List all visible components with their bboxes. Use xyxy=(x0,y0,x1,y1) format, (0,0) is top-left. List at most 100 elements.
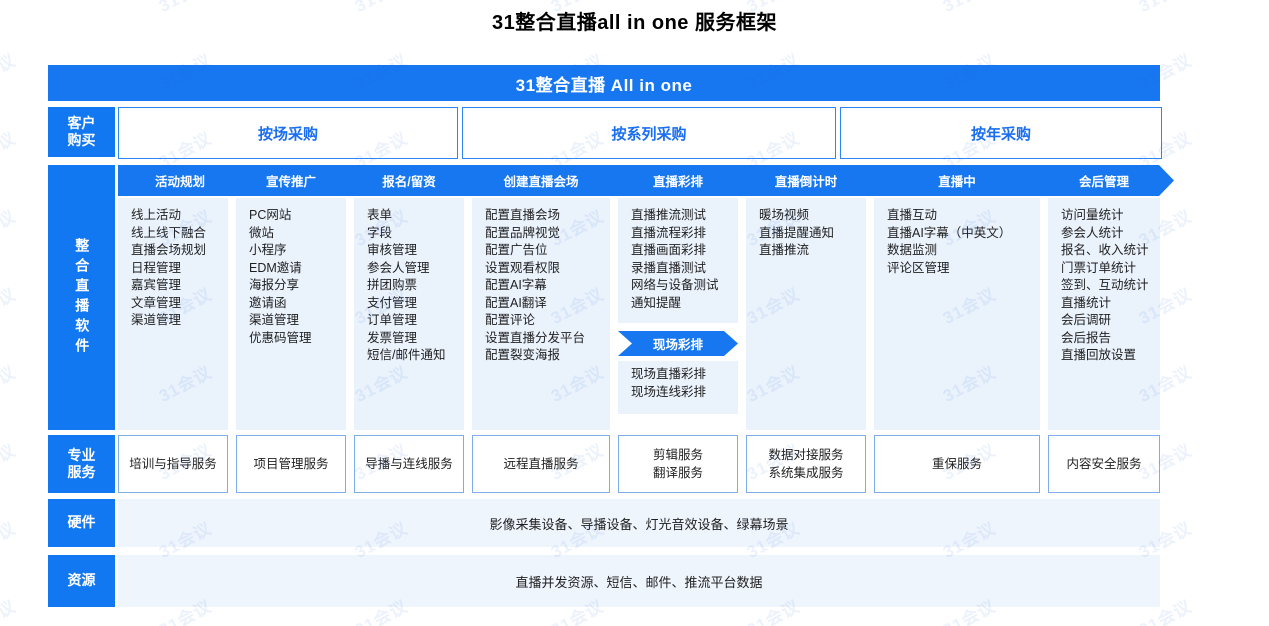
software-feature-item[interactable]: 配置广告位 xyxy=(485,243,548,257)
software-feature-item[interactable]: 参会人统计 xyxy=(1061,225,1124,240)
software-feature-item[interactable]: 订单管理 xyxy=(367,313,418,327)
watermark-text: 31会议 xyxy=(0,518,19,563)
stage-chevron-label: 直播倒计时 xyxy=(774,175,838,189)
software-feature-item[interactable]: 微站 xyxy=(249,225,275,240)
software-feature-item[interactable]: 渠道管理 xyxy=(131,313,182,327)
software-feature-item[interactable]: 参会人管理 xyxy=(367,260,430,275)
software-feature-item[interactable]: 数据监测 xyxy=(887,243,938,257)
software-feature-item[interactable]: 邀请函 xyxy=(249,295,287,310)
software-feature-item[interactable]: 直播统计 xyxy=(1061,295,1112,310)
professional-service-2[interactable]: 项目管理服务 xyxy=(236,435,346,493)
software-feature-item[interactable]: 海报分享 xyxy=(249,278,300,292)
software-feature-item[interactable]: 优惠码管理 xyxy=(249,330,312,345)
software-feature-item[interactable]: 直播推流测试 xyxy=(631,208,707,222)
software-feature-item[interactable]: 直播互动 xyxy=(887,208,938,222)
software-feature-item[interactable]: 渠道管理 xyxy=(249,313,300,327)
software-feature-list: 线上活动线上线下融合直播会场规划日程管理嘉宾管理文章管理渠道管理 xyxy=(118,207,228,330)
software-feature-item[interactable]: 表单 xyxy=(367,208,393,222)
sub-stage-panel-onsite-rehearsal: 现场直播彩排现场连线彩排 xyxy=(618,361,738,414)
professional-service-label: 培训与指导服务 xyxy=(129,457,217,471)
software-feature-item[interactable]: 拼团购票 xyxy=(367,278,418,292)
software-feature-item[interactable]: 网络与设备测试 xyxy=(631,278,719,292)
software-feature-item[interactable]: 报名、收入统计 xyxy=(1061,243,1149,257)
software-feature-item[interactable]: 直播AI字幕（中英文） xyxy=(887,225,1012,240)
software-feature-item[interactable]: 文章管理 xyxy=(131,295,182,310)
watermark-text: 31会议 xyxy=(0,362,19,407)
stage-chevron-2[interactable]: 宣传推广 xyxy=(222,165,360,196)
software-feature-item[interactable]: 发票管理 xyxy=(367,330,418,345)
software-feature-item[interactable]: 嘉宾管理 xyxy=(131,278,182,292)
software-feature-item[interactable]: 短信/邮件通知 xyxy=(367,348,446,362)
stage-chevron-row: 活动规划宣传推广报名/留资创建直播会场直播彩排直播倒计时直播中会后管理 xyxy=(118,165,1160,196)
software-feature-item[interactable]: 暖场视频 xyxy=(759,208,810,222)
software-column-6: 暖场视频直播提醒通知直播推流 xyxy=(746,198,866,430)
software-feature-item[interactable]: 直播画面彩排 xyxy=(631,243,707,257)
software-feature-item[interactable]: 配置直播会场 xyxy=(485,208,561,222)
software-feature-item[interactable]: 会后报告 xyxy=(1061,330,1112,345)
watermark-text: 31会议 xyxy=(0,596,19,626)
stage-chevron-8[interactable]: 会后管理 xyxy=(1034,165,1174,196)
software-feature-item[interactable]: 配置评论 xyxy=(485,313,536,327)
stage-chevron-4[interactable]: 创建直播会场 xyxy=(458,165,624,196)
stage-chevron-label: 直播彩排 xyxy=(652,175,703,189)
software-feature-item[interactable]: 配置AI翻译 xyxy=(485,295,547,310)
professional-service-6[interactable]: 数据对接服务系统集成服务 xyxy=(746,435,866,493)
software-feature-item[interactable]: 签到、互动统计 xyxy=(1061,278,1149,292)
stage-chevron-label: 报名/留资 xyxy=(382,175,436,189)
software-feature-item[interactable]: 日程管理 xyxy=(131,260,182,275)
stage-chevron-1[interactable]: 活动规划 xyxy=(118,165,242,196)
professional-service-4[interactable]: 远程直播服务 xyxy=(472,435,610,493)
sidebar-buy-line2: 购买 xyxy=(67,132,96,148)
software-feature-item[interactable]: 录播直播测试 xyxy=(631,260,707,275)
software-column-1: 线上活动线上线下融合直播会场规划日程管理嘉宾管理文章管理渠道管理 xyxy=(118,198,228,430)
professional-service-8[interactable]: 内容安全服务 xyxy=(1048,435,1160,493)
software-feature-item[interactable]: 审核管理 xyxy=(367,243,418,257)
software-feature-item[interactable]: 线上线下融合 xyxy=(131,225,207,240)
sub-stage-feature-list: 现场直播彩排现场连线彩排 xyxy=(618,366,738,401)
software-feature-item[interactable]: EDM邀请 xyxy=(249,260,302,275)
stage-chevron-5[interactable]: 直播彩排 xyxy=(604,165,752,196)
professional-service-1[interactable]: 培训与指导服务 xyxy=(118,435,228,493)
professional-service-label: 项目管理服务 xyxy=(253,457,329,471)
software-feature-item[interactable]: 配置AI字幕 xyxy=(485,278,547,292)
software-feature-item[interactable]: 线上活动 xyxy=(131,208,182,222)
software-feature-item[interactable]: 直播回放设置 xyxy=(1061,348,1137,362)
professional-service-label: 重保服务 xyxy=(931,457,982,471)
software-feature-item[interactable]: 配置裂变海报 xyxy=(485,348,561,362)
stage-chevron-7[interactable]: 直播中 xyxy=(860,165,1054,196)
stage-chevron-6[interactable]: 直播倒计时 xyxy=(732,165,880,196)
framework-diagram: 31整合直播 All in one 客户 购买 整合直播软件 专业 服务 硬件 … xyxy=(40,65,1160,618)
professional-service-7[interactable]: 重保服务 xyxy=(874,435,1040,493)
software-feature-item[interactable]: 直播会场规划 xyxy=(131,243,207,257)
sub-stage-feature-item[interactable]: 现场连线彩排 xyxy=(631,384,707,399)
sub-stage-feature-item[interactable]: 现场直播彩排 xyxy=(631,367,707,381)
software-feature-item[interactable]: 设置直播分发平台 xyxy=(485,330,586,345)
sub-stage-chevron-onsite-rehearsal[interactable]: 现场彩排 xyxy=(618,331,738,356)
software-feature-item[interactable]: 支付管理 xyxy=(367,295,418,310)
software-feature-item[interactable]: 评论区管理 xyxy=(887,260,950,275)
software-feature-item[interactable]: 直播推流 xyxy=(759,243,810,257)
professional-service-3[interactable]: 导播与连线服务 xyxy=(354,435,464,493)
software-feature-item[interactable]: 设置观看权限 xyxy=(485,260,561,275)
purchase-options-row: 按场采购 按系列采购 按年采购 xyxy=(118,107,1162,159)
software-feature-item[interactable]: 小程序 xyxy=(249,243,287,257)
software-feature-item[interactable]: 直播提醒通知 xyxy=(759,225,835,240)
software-column-8: 访问量统计参会人统计报名、收入统计门票订单统计签到、互动统计直播统计会后调研会后… xyxy=(1048,198,1160,430)
sidebar-label-resource: 资源 xyxy=(48,555,115,607)
purchase-option-2[interactable]: 按系列采购 xyxy=(462,107,836,159)
software-feature-item[interactable]: 直播流程彩排 xyxy=(631,225,707,240)
software-feature-item[interactable]: PC网站 xyxy=(249,208,292,222)
software-feature-item[interactable]: 访问量统计 xyxy=(1061,208,1124,222)
professional-service-5[interactable]: 剪辑服务翻译服务 xyxy=(618,435,738,493)
purchase-option-1[interactable]: 按场采购 xyxy=(118,107,458,159)
software-feature-item[interactable]: 会后调研 xyxy=(1061,313,1112,327)
software-feature-item[interactable]: 字段 xyxy=(367,225,393,240)
software-feature-item[interactable]: 配置品牌视觉 xyxy=(485,225,561,240)
sidebar-pro-line1: 专业 xyxy=(67,446,96,463)
stage-chevron-3[interactable]: 报名/留资 xyxy=(340,165,478,196)
purchase-option-3[interactable]: 按年采购 xyxy=(840,107,1162,159)
software-feature-item[interactable]: 门票订单统计 xyxy=(1061,260,1137,275)
purchase-option-label: 按系列采购 xyxy=(611,125,687,143)
software-feature-item[interactable]: 通知提醒 xyxy=(631,295,682,310)
stage-chevron-label: 活动规划 xyxy=(154,175,205,189)
